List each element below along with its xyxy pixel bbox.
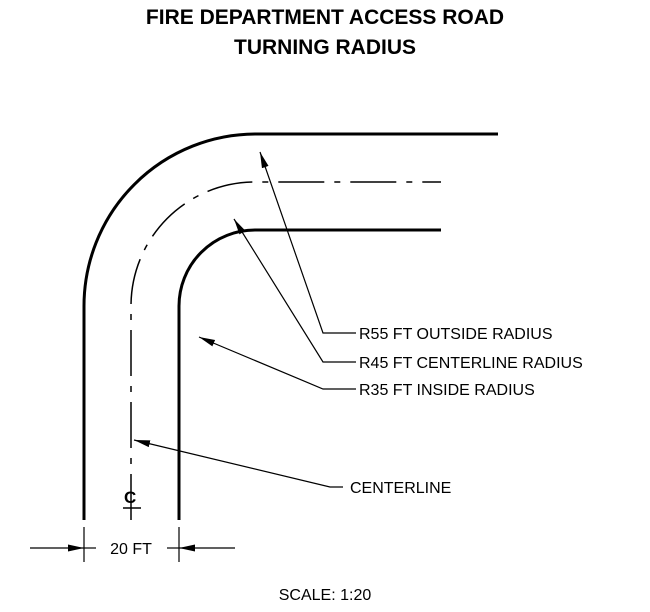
label-inside-radius: R35 FT INSIDE RADIUS bbox=[359, 382, 535, 399]
label-outside-radius: R55 FT OUTSIDE RADIUS bbox=[359, 326, 553, 343]
label-centerline: CENTERLINE bbox=[350, 480, 451, 497]
dimension-width-label: 20 FT bbox=[110, 541, 152, 558]
scale-label: SCALE: 1:20 bbox=[279, 587, 372, 604]
title-line-2: TURNING RADIUS bbox=[234, 36, 416, 59]
leader-centerline bbox=[133, 439, 343, 488]
leader-centerline-radius bbox=[233, 218, 356, 363]
label-centerline-radius: R45 FT CENTERLINE RADIUS bbox=[359, 355, 583, 372]
leader-inside-radius bbox=[198, 336, 356, 390]
centerline-symbol: C bbox=[124, 488, 136, 507]
inside-edge bbox=[177, 228, 441, 520]
leader-outside-radius bbox=[259, 151, 356, 334]
outside-edge bbox=[82, 132, 498, 520]
centerline-path bbox=[130, 181, 441, 520]
title-line-1: FIRE DEPARTMENT ACCESS ROAD bbox=[145, 6, 505, 29]
